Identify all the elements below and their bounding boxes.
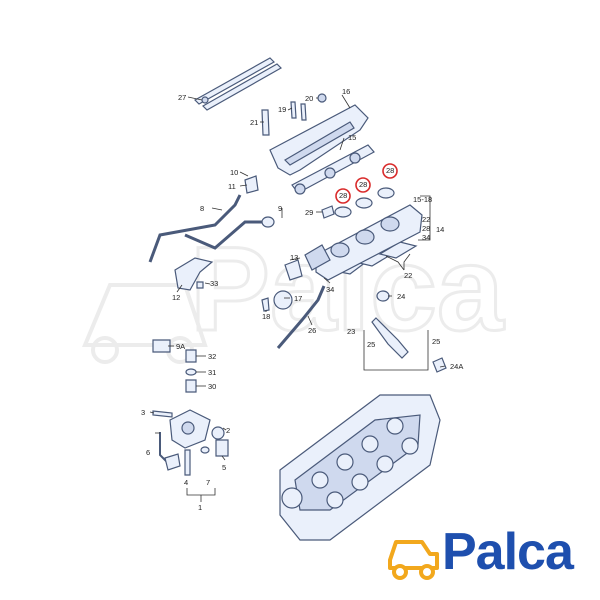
part-20-clip	[317, 93, 327, 103]
label-33: 33	[210, 279, 218, 288]
callout-labels: 27 16 20 19 21 15 28 28 28 10 11 8 9 29 …	[141, 87, 463, 512]
label-4: 4	[184, 478, 188, 487]
part-6-connector	[159, 432, 181, 471]
part-13-actuator	[284, 259, 303, 281]
part-28-seals	[334, 187, 395, 218]
part-16-manifold-upper	[269, 104, 369, 176]
part-30-plug	[185, 379, 197, 393]
part-7-oring	[200, 446, 210, 454]
label-9: 9	[278, 204, 282, 213]
label-9a: 9A	[176, 342, 185, 351]
label-28-c: 28	[339, 191, 347, 200]
part-9-fitting	[261, 216, 275, 228]
label-23: 23	[347, 327, 355, 336]
part-24a-clip	[432, 357, 447, 373]
label-29: 29	[305, 208, 313, 217]
label-15-18: 15-18	[413, 195, 432, 204]
car-icon	[388, 540, 439, 580]
label-10: 10	[230, 168, 238, 177]
label-30: 30	[208, 382, 216, 391]
cylinder-head	[279, 394, 441, 541]
part-14-manifold-lower	[304, 204, 423, 281]
label-34-b: 34	[326, 285, 334, 294]
label-25-a: 25	[367, 340, 375, 349]
label-2: 2	[226, 426, 230, 435]
part-33-pin	[196, 281, 204, 289]
label-21: 21	[250, 118, 258, 127]
part-3-bolt	[152, 410, 173, 418]
part-8-fuel-pipe	[148, 194, 270, 263]
part-4-stud	[184, 449, 191, 476]
label-7: 7	[206, 478, 210, 487]
watermark: Palca	[82, 221, 506, 364]
label-20: 20	[305, 94, 313, 103]
part-27-rails	[194, 57, 282, 111]
part-19-bolts	[290, 101, 307, 121]
label-19: 19	[278, 105, 286, 114]
part-11-sensor	[244, 175, 259, 194]
part-32-bolt	[185, 349, 197, 363]
label-24: 24	[397, 292, 405, 301]
label-25-b: 25	[432, 337, 440, 346]
logo-text: Palca	[442, 523, 574, 581]
label-14: 14	[436, 225, 444, 234]
part-23-injector	[371, 317, 409, 359]
label-18: 18	[262, 312, 270, 321]
part-24-cap	[376, 290, 390, 302]
part-18-pin	[261, 297, 270, 312]
label-22-a: 22	[422, 215, 430, 224]
part-15-fuel-rail	[291, 144, 375, 195]
label-27: 27	[178, 93, 186, 102]
label-16: 16	[342, 87, 350, 96]
label-6: 6	[146, 448, 150, 457]
part-9a-fitting	[152, 339, 171, 353]
part-31-washer	[185, 368, 197, 376]
label-24a: 24A	[450, 362, 463, 371]
label-26: 26	[308, 326, 316, 335]
part-29-flap	[321, 205, 335, 219]
label-1: 1	[198, 503, 202, 512]
label-3: 3	[141, 408, 145, 417]
part-1-pump	[169, 409, 211, 449]
label-12: 12	[172, 293, 180, 302]
label-5: 5	[222, 463, 226, 472]
palca-logo	[388, 540, 439, 580]
part-2-seal	[211, 426, 225, 440]
leader-lines	[149, 94, 446, 502]
part-17-sensor	[273, 290, 293, 310]
label-11: 11	[228, 182, 236, 191]
label-17: 17	[294, 294, 302, 303]
label-28-b: 28	[359, 180, 367, 189]
label-28-d: 28	[422, 224, 430, 233]
part-5-sleeve	[215, 439, 229, 457]
label-8: 8	[200, 204, 204, 213]
label-13: 13	[290, 253, 298, 262]
label-15: 15	[348, 133, 356, 142]
label-34-a: 34	[422, 233, 430, 242]
label-22-b: 22	[404, 271, 412, 280]
highlight-rings	[335, 163, 398, 204]
part-21-bolt	[261, 109, 270, 136]
label-31: 31	[208, 368, 216, 377]
part-26-pipe	[276, 285, 326, 349]
label-32: 32	[208, 352, 216, 361]
label-28-a: 28	[386, 166, 394, 175]
part-12-bracket	[174, 257, 214, 291]
